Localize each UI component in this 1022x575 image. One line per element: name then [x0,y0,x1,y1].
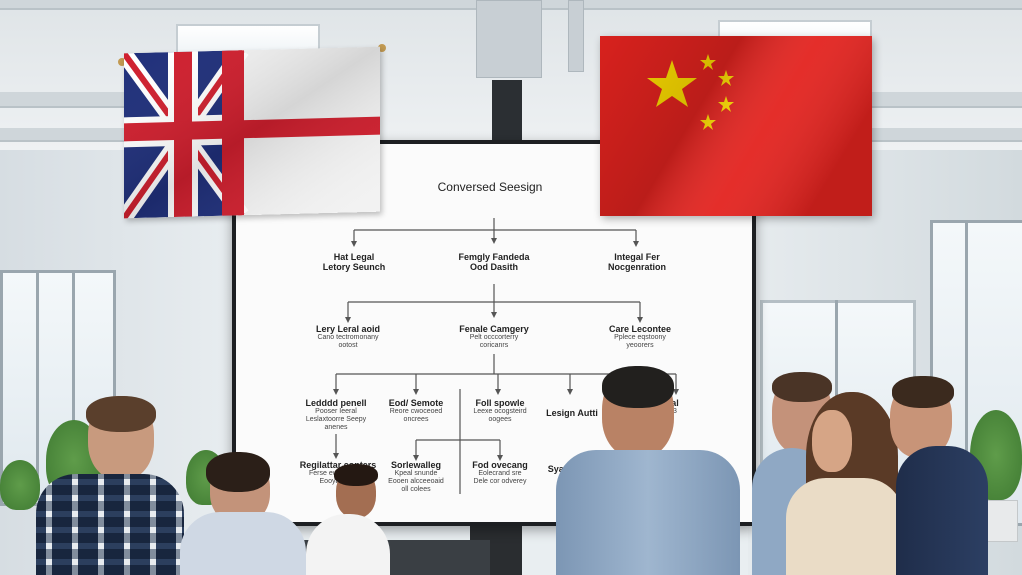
flowchart-node: Eod/ Semote Reore cwoceoed oncrees [380,398,452,424]
torso [556,450,740,575]
node-title-line2: Letory Seunch [322,262,386,273]
china-flag [600,36,872,216]
flag-artwork [600,36,872,216]
node-detail: Dele cor odverey [473,478,527,486]
hair [206,452,270,492]
node-title: Fenale Camgery [459,324,529,334]
torso [786,478,904,575]
flag-pin [378,44,386,52]
node-title: Care Lecontee [608,324,672,334]
ceiling-duct [476,0,542,78]
flowchart-node: Ledddd penell Pooser Ieeral Leslaxtoorre… [292,398,380,432]
node-title: Femgly Fandeda [458,252,530,262]
flowchart-node: Hat Legal Letory Seunch [314,252,394,273]
hair [602,366,674,408]
node-detail: oll colees [401,486,431,494]
node-detail: oncrees [403,416,429,424]
node-detail: Kpeal snunde [394,470,438,478]
node-detail: Eolecrand sre [478,470,522,478]
plant [0,460,40,510]
torso [306,514,390,575]
torso [180,512,306,575]
flowchart-title: Conversed Seesign [437,180,543,194]
node-detail: Eooen alcceeoaid [388,478,444,486]
node-detail: Cano tectromonany [317,334,379,342]
node-detail: Reore cwoceoed [389,408,443,416]
hair [892,376,954,408]
node-detail: ootost [338,342,358,350]
torso [896,446,988,575]
flowchart-node: Foll spowle Leexe ocogsteird oogees [464,398,536,424]
flowchart-node: Sorlewalleg Kpeal snunde Eooen alcceeoai… [378,460,454,494]
flowchart-node: Care Lecontee Pplece eqstoony yeoorers [592,324,688,350]
screen-mount-pole [492,80,522,142]
node-detail: 3 [673,408,677,416]
node-title: Foll spowle [475,398,525,408]
flowchart-node: Lesign Autti [536,408,608,418]
node-title: Fod ovecang [472,460,528,470]
node-detail: yeoorers [626,342,654,350]
node-detail: Leexe ocogsteird [473,408,527,416]
node-title: Hat Legal [333,252,375,262]
node-detail: Pooser Ieeral [315,408,357,416]
flowchart-node: Fod ovecang Eolecrand sre Dele cor odver… [462,460,538,486]
flowchart-node: Lery Leral aoid Cano tectromonany ootost [302,324,394,350]
node-title: Regilattar conters [299,460,377,470]
plant-pot [982,500,1018,542]
node-detail: Pelt occcorterry [469,334,519,342]
node-detail: coricanrs [479,342,509,350]
node-title: Ledddd penell [305,398,367,408]
torso [36,474,184,575]
flowchart-node: al 3 [660,398,690,416]
node-title: al [671,398,679,408]
window-mullion [72,270,75,500]
flag-artwork [124,46,380,219]
node-title: Eod/ Semote [388,398,444,408]
node-title-line2: Ood Dasith [469,262,518,273]
window-mullion [965,220,968,520]
node-detail: oogees [488,416,512,424]
node-title: Lesign Autti [546,408,598,418]
ceiling-pipe [568,0,584,72]
node-detail: Leslaxtoorre Seepy [305,416,367,424]
hair [334,464,378,486]
window-mullion [36,270,39,500]
hair [772,372,832,402]
node-title: Integal Fer [614,252,660,262]
flowchart-node: Integal Fer Nocgenration [592,252,682,273]
node-title-line2: Nocgenration [607,262,666,273]
uk-flag [124,46,380,219]
hair [86,396,156,432]
node-title: Lery Leral aoid [315,324,381,334]
flowchart-node: Fenale Camgery Pelt occcorterry coricanr… [444,324,544,350]
face [812,410,852,472]
node-detail: Pplece eqstoony [614,334,666,342]
node-title: Sorlewalleg [390,460,442,470]
flag-pin [118,58,126,66]
node-detail: anenes [324,424,348,432]
flowchart-node: Femgly Fandeda Ood Dasith [444,252,544,273]
